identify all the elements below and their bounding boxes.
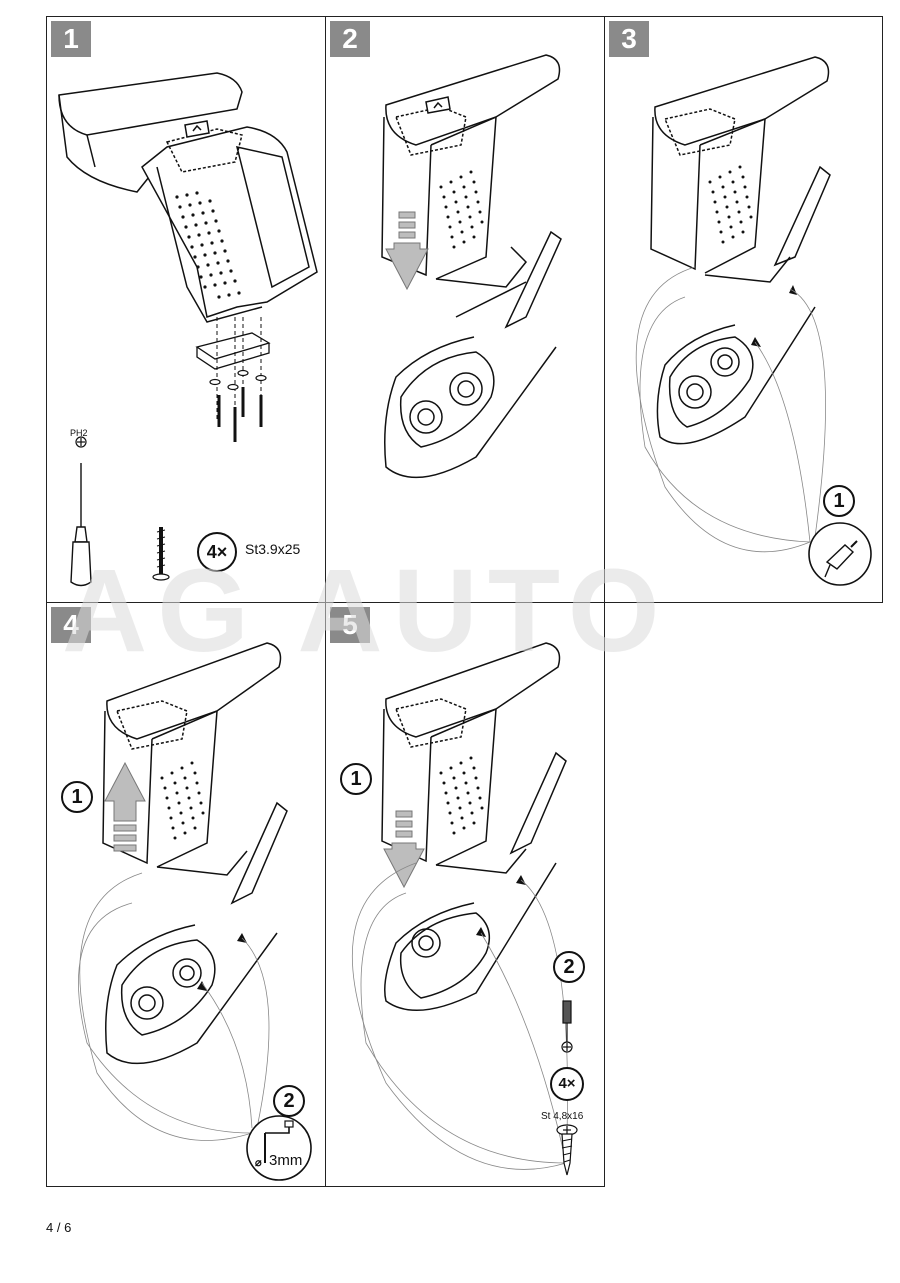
quantity-badge: 4× <box>550 1067 584 1101</box>
drill-icon <box>808 522 872 586</box>
sub-step-number: 1 <box>823 485 855 517</box>
step-number-badge: 3 <box>609 21 649 57</box>
sub-step-number: 1 <box>61 781 93 813</box>
armrest-lift-illustration <box>78 642 312 1181</box>
step-panel-1: 1 <box>46 16 326 603</box>
step-panel-4: 4 <box>46 602 326 1187</box>
page-number: 4 / 6 <box>46 1220 72 1235</box>
screwdriver-icon <box>562 1000 572 1043</box>
quantity-badge: 4× <box>197 532 237 572</box>
mounting-bracket <box>195 332 271 370</box>
armrest-assembly-illustration <box>58 72 318 587</box>
callout-lines <box>78 872 270 1141</box>
step-number-badge: 4 <box>51 607 91 643</box>
screw-icon <box>556 1124 578 1176</box>
phillips-head-icon <box>75 436 87 448</box>
drill-size-label: 3mm <box>269 1152 303 1169</box>
diameter-symbol: ⌀ <box>255 1157 262 1169</box>
armrest-sliding-illustration <box>381 54 562 479</box>
screw-icon <box>152 527 170 581</box>
drill-marking-illustration <box>635 56 872 586</box>
sub-step-number: 2 <box>553 951 585 983</box>
sub-step-number: 1 <box>340 763 372 795</box>
screw-spec-label: St3.9x25 <box>245 541 301 557</box>
step-panel-3: 3 <box>604 16 883 603</box>
step-number-badge: 5 <box>330 607 370 643</box>
step-panel-5: 5 <box>325 602 605 1187</box>
arrow-down-icon <box>385 211 429 291</box>
arrow-up-icon <box>104 761 146 852</box>
instruction-grid: 1 <box>46 16 883 1187</box>
callout-lines <box>635 266 826 553</box>
step-number-badge: 2 <box>330 21 370 57</box>
screwdriver-icon <box>70 463 92 587</box>
perforation-pattern <box>175 191 241 299</box>
drill-icon <box>246 1115 312 1181</box>
phillips-head-icon <box>561 1041 573 1053</box>
screw-spec-label: St 4,8x16 <box>541 1111 584 1122</box>
step-number-badge: 1 <box>51 21 91 57</box>
armrest-final-illustration <box>351 642 578 1176</box>
screw-icon <box>209 369 267 442</box>
tool-size-label: PH2 <box>70 428 88 438</box>
step-panel-2: 2 <box>325 16 605 603</box>
sub-step-number: 2 <box>273 1085 305 1117</box>
arrow-down-icon <box>383 810 425 889</box>
